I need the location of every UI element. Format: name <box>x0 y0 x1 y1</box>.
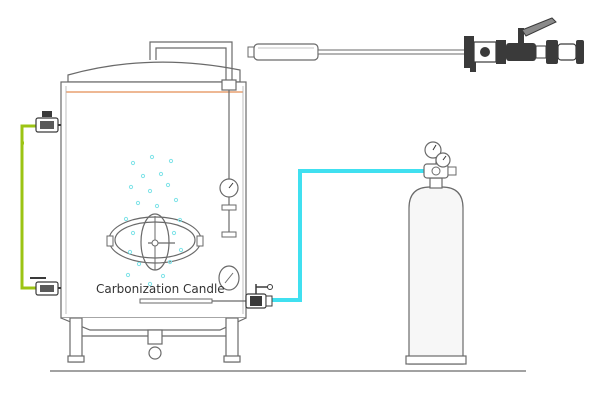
carbonization-candle <box>139 298 246 304</box>
tank-dome <box>67 61 241 83</box>
ball-valve-icon <box>35 111 61 133</box>
ball-valve-icon <box>30 277 61 296</box>
tank-cone <box>60 317 247 331</box>
level-bypass-line <box>20 124 36 290</box>
pressure-regulator-icon <box>423 141 457 179</box>
carbonization-candle-label: Carbonization Candle <box>96 282 225 296</box>
bottom-drain-valve <box>147 329 163 360</box>
fermentation-tank <box>60 41 247 363</box>
co2-bubbles <box>123 154 184 287</box>
co2-inlet-valve <box>245 284 273 309</box>
vent-pipe <box>149 41 233 86</box>
pressure-gauge-icon <box>219 178 239 198</box>
sight-glass-icon <box>218 265 240 291</box>
co2-cylinder <box>405 177 467 365</box>
co2-supply-line <box>268 169 424 302</box>
carbonation-lance <box>247 17 584 72</box>
